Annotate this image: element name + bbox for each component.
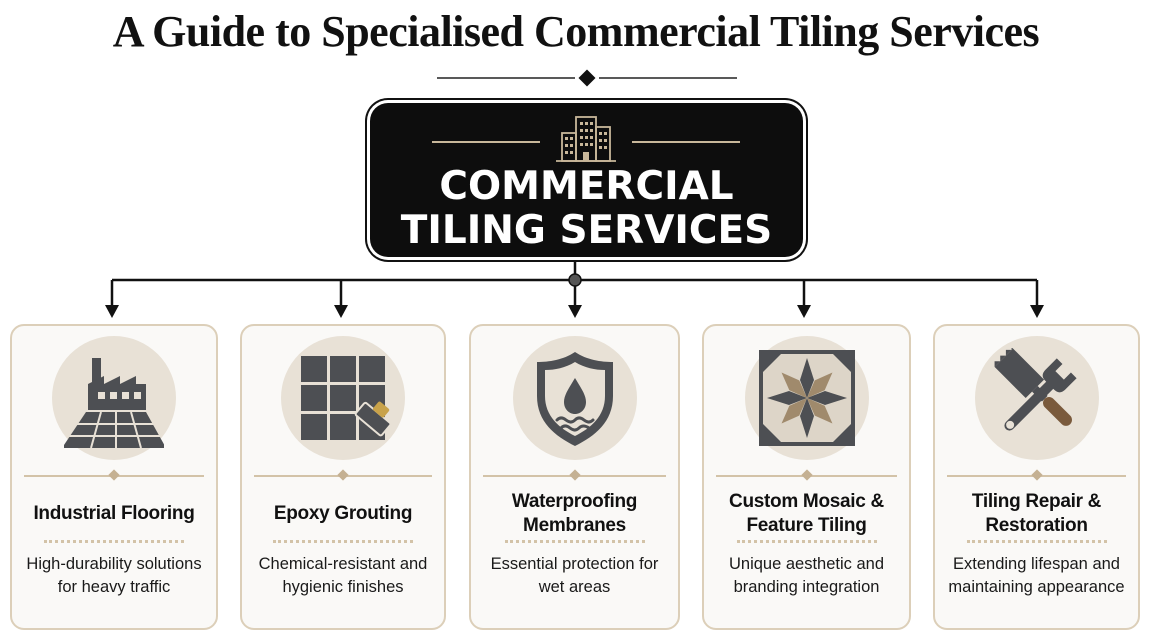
icon-badge	[744, 336, 869, 460]
service-card-industrial-flooring: Industrial Flooring High-durability solu…	[10, 324, 218, 630]
hub-title-line-2: TILING SERVICES	[400, 208, 773, 253]
card-divider	[24, 469, 204, 482]
card-divider	[947, 469, 1126, 482]
service-title: Epoxy Grouting	[273, 503, 413, 524]
office-buildings-icon	[556, 116, 616, 162]
dotted-separator	[504, 540, 645, 543]
service-description: Unique aesthetic and branding integratio…	[728, 555, 885, 596]
tile-grid-grout-float-icon	[299, 354, 392, 440]
mosaic-star-tile-icon	[758, 350, 855, 446]
service-card-epoxy-grouting: Epoxy Grouting Chemical-resistant and hy…	[240, 324, 446, 630]
page-title: A Guide to Specialised Commercial Tiling…	[112, 7, 1040, 56]
hub-accent-line-right	[632, 141, 740, 143]
service-description: High-durability solutions for heavy traf…	[26, 555, 202, 596]
dotted-separator	[44, 540, 184, 543]
factory-floor-icon	[64, 358, 164, 448]
hub-title: COMMERCIAL TILING SERVICES	[370, 165, 803, 253]
title-ornament	[437, 69, 737, 87]
service-description: Chemical-resistant and hygienic finishes	[258, 555, 428, 596]
card-divider	[254, 469, 432, 482]
service-title: Tiling Repair & Restoration	[971, 491, 1102, 536]
card-divider	[716, 469, 897, 482]
shield-water-drop-icon	[536, 352, 613, 446]
icon-badge	[974, 336, 1099, 460]
hub-box: COMMERCIAL TILING SERVICES	[370, 103, 803, 257]
service-card-tiling-repair: Tiling Repair & Restoration Extending li…	[933, 324, 1140, 630]
card-divider	[483, 469, 666, 482]
service-description: Extending lifespan and maintaining appea…	[948, 555, 1125, 596]
service-card-custom-mosaic: Custom Mosaic & Feature Tiling Unique ae…	[702, 324, 911, 630]
dotted-separator	[736, 540, 877, 543]
dotted-separator	[273, 540, 413, 543]
icon-badge	[281, 336, 405, 460]
service-title: Custom Mosaic & Feature Tiling	[729, 491, 884, 536]
service-description: Essential protection for wet areas	[490, 555, 659, 596]
hub-title-line-1: COMMERCIAL	[439, 164, 734, 209]
service-card-waterproofing-membranes: Waterproofing Membranes Essential protec…	[469, 324, 680, 630]
dotted-separator	[966, 540, 1107, 543]
service-title: Industrial Flooring	[33, 503, 195, 524]
icon-badge	[52, 336, 176, 460]
icon-badge	[512, 336, 637, 460]
service-title: Waterproofing Membranes	[511, 491, 638, 536]
hub-accent-line-left	[432, 141, 540, 143]
wrench-trowel-icon	[994, 348, 1077, 431]
connector-tree	[105, 260, 1044, 318]
